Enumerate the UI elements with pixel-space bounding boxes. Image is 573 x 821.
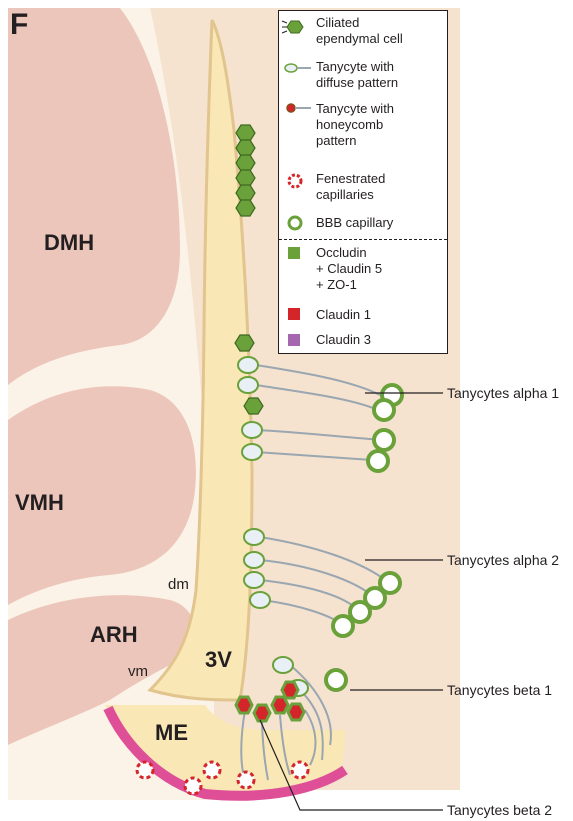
- callout-tanycytes-beta-1: Tanycytes beta 1: [447, 682, 552, 698]
- legend-occludin: Occludin + Claudin 5 + ZO-1: [316, 245, 382, 293]
- legend-icons: [279, 11, 315, 353]
- legend-tanycyte-honeycomb: Tanycyte with honeycomb pattern: [316, 101, 394, 149]
- me-label: ME: [155, 720, 188, 746]
- legend-claudin3: Claudin 3: [316, 332, 371, 348]
- tanycyte-diffuse-icon: [285, 64, 311, 72]
- callout-tanycytes-alpha-1: Tanycytes alpha 1: [447, 385, 559, 401]
- bbb-capillary-beta-1: [326, 670, 346, 690]
- arh-label: ARH: [90, 622, 138, 648]
- legend-bbb-capillary: BBB capillary: [316, 215, 393, 231]
- dmh-label: DMH: [44, 230, 94, 256]
- dm-label: dm: [168, 576, 189, 593]
- claudin1-swatch: [288, 308, 300, 320]
- tanycyte-honeycomb-icon: [287, 104, 311, 112]
- legend-separator: [279, 239, 447, 240]
- callout-tanycytes-beta-2: Tanycytes beta 2: [447, 802, 552, 818]
- legend: Ciliated ependymal cell Tanycyte with di…: [278, 10, 448, 354]
- legend-claudin1: Claudin 1: [316, 307, 371, 323]
- third-ventricle-label: 3V: [205, 647, 232, 673]
- panel-label: F: [10, 8, 28, 42]
- legend-tanycyte-diffuse: Tanycyte with diffuse pattern: [316, 59, 398, 91]
- vmh-label: VMH: [15, 490, 64, 516]
- legend-fenestrated-capillaries: Fenestrated capillaries: [316, 171, 385, 203]
- vm-label: vm: [128, 663, 148, 680]
- ciliated-ependymal-cell-icon: [282, 21, 303, 33]
- occludin-claudin5-zo1-swatch: [288, 247, 300, 259]
- bbb-capillary-icon: [289, 217, 301, 229]
- legend-ciliated-ependymal: Ciliated ependymal cell: [316, 15, 403, 47]
- callout-tanycytes-alpha-2: Tanycytes alpha 2: [447, 552, 559, 568]
- claudin3-swatch: [288, 334, 300, 346]
- fenestrated-capillary-icon: [289, 175, 301, 187]
